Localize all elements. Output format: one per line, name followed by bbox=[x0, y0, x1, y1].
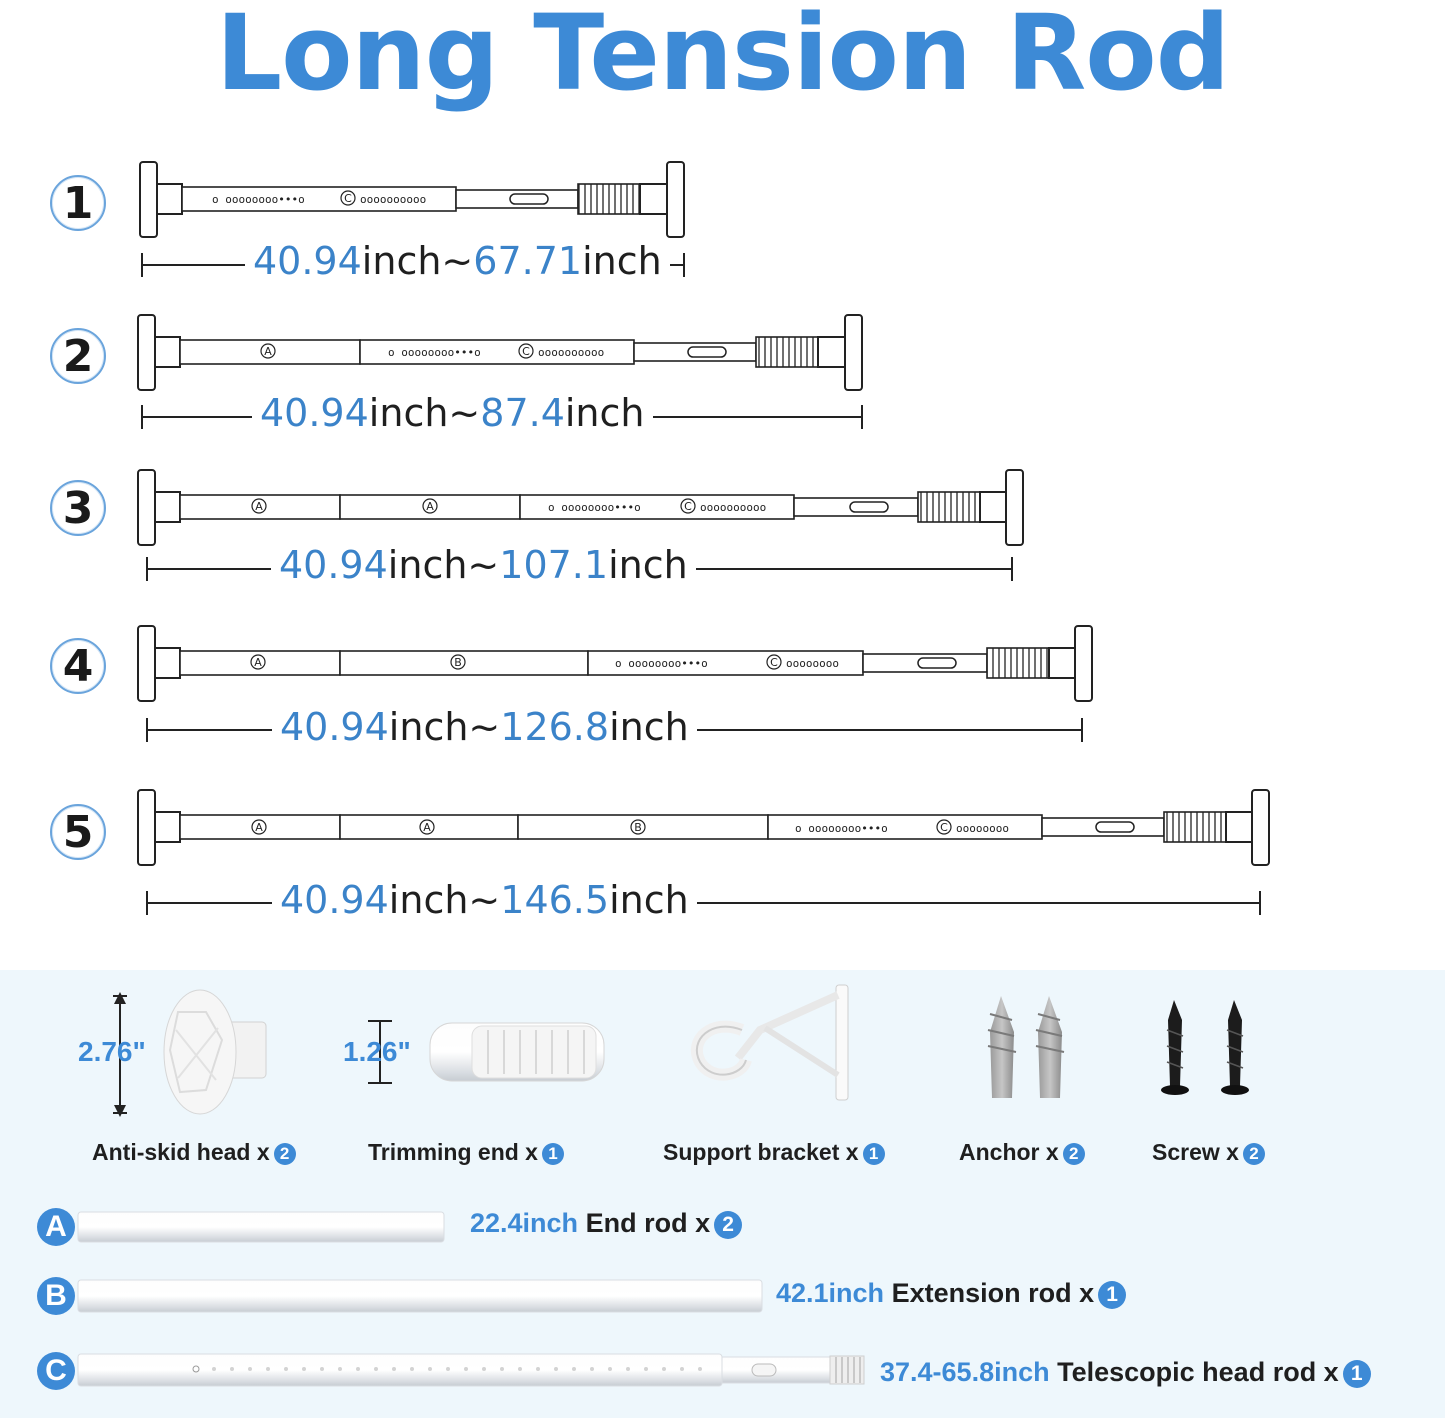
part-name: Trimming end x bbox=[368, 1139, 538, 1165]
max-length: 126.8 bbox=[500, 705, 610, 749]
measurement-3: 40.94inch~107.1inch bbox=[271, 543, 696, 587]
rod-length: 42.1inch bbox=[776, 1278, 885, 1308]
svg-text:B: B bbox=[454, 656, 462, 669]
svg-text:oooooooooo: oooooooooo bbox=[700, 501, 766, 514]
unit: inch bbox=[609, 705, 689, 749]
unit: inch bbox=[609, 878, 689, 922]
page-title: Long Tension Rod bbox=[215, 0, 1230, 114]
svg-text:o oooooooo•••o: o oooooooo•••o bbox=[548, 501, 641, 514]
range-separator: ~ bbox=[441, 239, 474, 283]
min-length: 40.94 bbox=[260, 391, 369, 435]
rod-name: End rod x bbox=[585, 1208, 711, 1238]
quantity-badge: 1 bbox=[541, 1143, 564, 1165]
max-length: 107.1 bbox=[499, 543, 609, 587]
quantity-badge: 1 bbox=[1098, 1281, 1127, 1309]
rod-length: 22.4inch bbox=[470, 1208, 579, 1238]
unit: inch bbox=[361, 239, 442, 283]
svg-text:A: A bbox=[255, 500, 263, 513]
min-length: 40.94 bbox=[253, 239, 362, 283]
svg-text:o oooooooo•••o: o oooooooo•••o bbox=[388, 346, 481, 359]
trimming-end-dimension: 1.26" bbox=[343, 1036, 411, 1067]
range-separator: ~ bbox=[467, 543, 500, 587]
measurement-5: 40.94inch~146.5inch bbox=[272, 878, 697, 922]
config-number-2: 2 bbox=[50, 328, 106, 384]
rod-diagrams: o oooooooo•••o C oooooooooo A o oooooooo… bbox=[137, 161, 1270, 915]
measurement-2: 40.94inch~87.4inch bbox=[252, 391, 653, 435]
unit: inch bbox=[387, 543, 468, 587]
unit: inch bbox=[564, 391, 645, 435]
quantity-badge: 1 bbox=[862, 1143, 885, 1165]
measurement-1: 40.94inch~67.71inch bbox=[245, 239, 670, 283]
max-length: 146.5 bbox=[500, 878, 610, 922]
svg-text:C: C bbox=[522, 345, 530, 358]
svg-text:o oooooooo•••o: o oooooooo•••o bbox=[615, 657, 708, 670]
parts-panel bbox=[0, 970, 1445, 1418]
range-separator: ~ bbox=[468, 878, 501, 922]
range-separator: ~ bbox=[468, 705, 501, 749]
unit: inch bbox=[388, 705, 469, 749]
rod-letter-b: B bbox=[37, 1277, 75, 1315]
svg-text:A: A bbox=[426, 500, 434, 513]
quantity-badge: 1 bbox=[1342, 1360, 1371, 1388]
svg-text:oooooooooo: oooooooooo bbox=[360, 193, 426, 206]
svg-text:C: C bbox=[770, 656, 778, 669]
config-number-5: 5 bbox=[50, 804, 106, 860]
svg-text:o oooooooo•••o: o oooooooo•••o bbox=[795, 822, 888, 835]
svg-text:oooooooooo: oooooooooo bbox=[538, 346, 604, 359]
min-length: 40.94 bbox=[279, 543, 388, 587]
rod-config-2: A o oooooooo•••o C oooooooooo bbox=[137, 314, 863, 429]
rod-name: Telescopic head rod x bbox=[1057, 1357, 1339, 1387]
quantity-badge: 2 bbox=[273, 1143, 296, 1165]
unit: inch bbox=[368, 391, 449, 435]
svg-text:C: C bbox=[344, 192, 352, 205]
rod-config-3: A A o oooooooo•••o C oooooooooo bbox=[137, 469, 1024, 581]
head-dimension: 2.76" bbox=[78, 1036, 146, 1067]
part-name: Anchor x bbox=[959, 1139, 1059, 1165]
max-length: 67.71 bbox=[473, 239, 583, 283]
svg-text:C: C bbox=[940, 821, 948, 834]
svg-text:C: C bbox=[684, 500, 692, 513]
svg-text:B: B bbox=[634, 821, 642, 834]
max-length: 87.4 bbox=[480, 391, 565, 435]
part-name: Anti-skid head x bbox=[92, 1139, 270, 1165]
svg-text:A: A bbox=[264, 345, 272, 358]
min-length: 40.94 bbox=[280, 878, 389, 922]
config-number-3: 3 bbox=[50, 480, 106, 536]
rod-letter-c: C bbox=[37, 1352, 75, 1390]
svg-text:A: A bbox=[423, 821, 431, 834]
config-number-1: 1 bbox=[50, 175, 106, 231]
min-length: 40.94 bbox=[280, 705, 389, 749]
quantity-badge: 2 bbox=[1242, 1143, 1265, 1165]
unit: inch bbox=[608, 543, 688, 587]
svg-text:oooooooo: oooooooo bbox=[786, 657, 839, 670]
unit: inch bbox=[582, 239, 662, 283]
part-name: Support bracket x bbox=[663, 1139, 859, 1165]
rod-name: Extension rod x bbox=[891, 1278, 1095, 1308]
unit: inch bbox=[388, 878, 469, 922]
rod-letter-a: A bbox=[37, 1208, 75, 1246]
measurement-4: 40.94inch~126.8inch bbox=[272, 705, 697, 749]
config-number-4: 4 bbox=[50, 638, 106, 694]
part-name: Screw x bbox=[1152, 1139, 1239, 1165]
rod-length: 37.4-65.8inch bbox=[880, 1357, 1050, 1387]
rod-config-5: A A B o oooooooo•••o C oooooooo bbox=[137, 789, 1270, 915]
quantity-badge: 2 bbox=[1062, 1143, 1085, 1165]
range-separator: ~ bbox=[448, 391, 481, 435]
svg-text:o oooooooo•••o: o oooooooo•••o bbox=[212, 193, 305, 206]
svg-text:A: A bbox=[255, 821, 263, 834]
svg-text:oooooooo: oooooooo bbox=[956, 822, 1009, 835]
quantity-badge: 2 bbox=[714, 1211, 743, 1239]
svg-text:A: A bbox=[254, 656, 262, 669]
